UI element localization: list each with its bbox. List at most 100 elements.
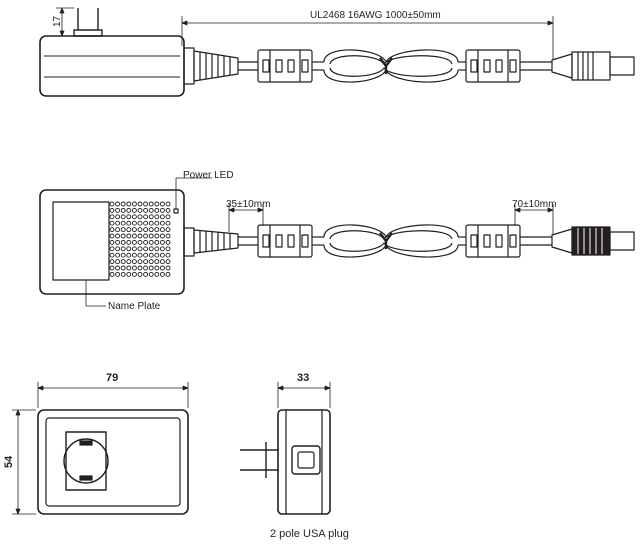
vent-hole (109, 214, 115, 220)
vent-hole (154, 239, 160, 245)
vent-hole (115, 259, 121, 265)
vent-hole (165, 252, 171, 258)
vent-hole (165, 227, 171, 233)
vent-hole (154, 271, 160, 277)
vent-hole (137, 214, 143, 220)
vent-hole (165, 239, 171, 245)
vent-hole (126, 239, 132, 245)
vent-hole (137, 265, 143, 271)
plug-view-pins (240, 442, 278, 478)
vent-hole (143, 259, 149, 265)
top-view-plug-pins (73, 8, 103, 37)
plug-view (240, 382, 331, 515)
vent-hole (143, 252, 149, 258)
vent-hole (120, 265, 126, 271)
front-view-width-dim (37, 382, 189, 408)
vent-hole (148, 214, 154, 220)
name-plate (52, 201, 110, 281)
vent-hole (131, 271, 137, 277)
vent-hole (148, 271, 154, 277)
vent-hole (154, 259, 160, 265)
vent-hole (131, 239, 137, 245)
vent-hole (120, 227, 126, 233)
vent-hole (126, 220, 132, 226)
vent-hole (109, 201, 115, 207)
vent-hole (126, 233, 132, 239)
top-view-ferrite-left (257, 49, 313, 83)
top-view-coil (312, 49, 466, 83)
vent-hole (148, 239, 154, 245)
vent-hole (159, 271, 165, 277)
vent-hole (115, 214, 121, 220)
vent-hole (143, 239, 149, 245)
vent-hole (131, 214, 137, 220)
vent-hole (126, 227, 132, 233)
vent-hole (148, 246, 154, 252)
power-led-label: Power LED (183, 170, 234, 181)
vent-hole (159, 265, 165, 271)
vent-hole (143, 233, 149, 239)
vent-hole (165, 233, 171, 239)
vent-hole (137, 239, 143, 245)
vent-hole (154, 265, 160, 271)
top-view (39, 7, 635, 97)
vent-hole (109, 220, 115, 226)
vent-hole (154, 246, 160, 252)
vent-hole (165, 207, 171, 213)
vent-hole (115, 201, 121, 207)
front-view-height-dim (12, 409, 36, 515)
name-plate-label: Name Plate (108, 301, 161, 312)
plug-view-body (277, 409, 331, 515)
vent-hole (143, 265, 149, 271)
vent-hole (148, 227, 154, 233)
vent-hole (137, 227, 143, 233)
vent-hole (126, 259, 132, 265)
vent-hole (159, 214, 165, 220)
vent-hole (165, 259, 171, 265)
vent-hole (120, 233, 126, 239)
vent-hole (137, 246, 143, 252)
top-view-height-label: 17 (52, 15, 63, 27)
plug-caption: 2 pole USA plug (270, 528, 349, 540)
vent-hole (148, 220, 154, 226)
vent-hole (126, 252, 132, 258)
vent-hole (109, 227, 115, 233)
plug-view-width-dim (277, 382, 331, 408)
side-view (39, 177, 635, 307)
dim-right-label: 70±10mm (512, 199, 557, 210)
vent-hole (120, 271, 126, 277)
side-view-strain-relief (183, 227, 239, 257)
vent-hole (109, 239, 115, 245)
side-view-ferrite-right (465, 224, 521, 258)
vent-hole (131, 246, 137, 252)
front-height-label: 54 (3, 455, 15, 468)
vent-hole (154, 201, 160, 207)
vent-grid (109, 201, 171, 277)
vent-hole (159, 233, 165, 239)
front-view-body (37, 409, 189, 515)
vent-hole (115, 239, 121, 245)
vent-hole (154, 214, 160, 220)
vent-hole (131, 265, 137, 271)
vent-hole (143, 246, 149, 252)
vent-hole (115, 246, 121, 252)
vent-hole (120, 252, 126, 258)
vent-hole (143, 207, 149, 213)
vent-hole (148, 233, 154, 239)
vent-hole (148, 259, 154, 265)
vent-hole (126, 201, 132, 207)
vent-hole (154, 227, 160, 233)
top-view-body (39, 35, 185, 97)
vent-hole (126, 271, 132, 277)
front-width-label: 79 (106, 372, 119, 384)
vent-hole (143, 220, 149, 226)
vent-hole (131, 207, 137, 213)
vent-hole (154, 233, 160, 239)
vent-hole (109, 252, 115, 258)
vent-hole (137, 201, 143, 207)
vent-hole (120, 201, 126, 207)
vent-hole (159, 259, 165, 265)
vent-hole (137, 259, 143, 265)
vent-hole (165, 246, 171, 252)
vent-hole (115, 252, 121, 258)
